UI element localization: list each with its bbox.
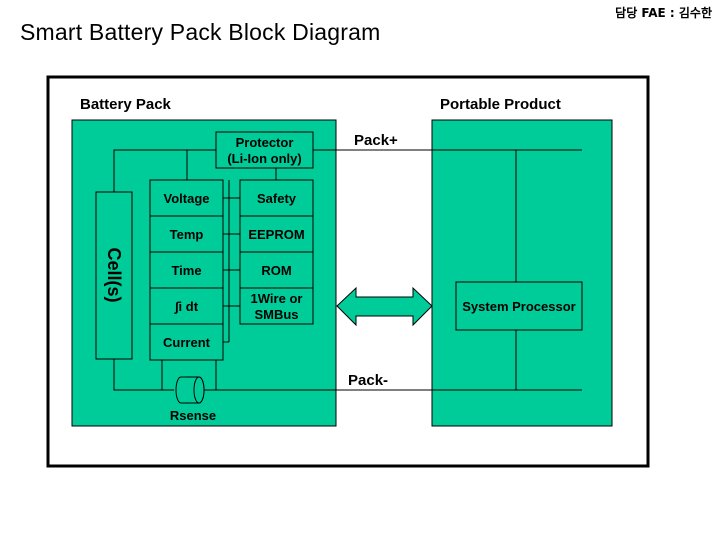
system-processor-block <box>455 281 583 331</box>
rom-label: ROM <box>261 263 291 278</box>
sense-resistor-icon <box>175 376 205 404</box>
battery-pack-label: Battery Pack <box>80 96 172 113</box>
integral-label: ∫i dt <box>174 299 199 314</box>
integral-block <box>149 287 224 325</box>
protector-block <box>215 131 314 169</box>
time-label: Time <box>171 263 201 278</box>
comm-interface-block <box>239 287 314 325</box>
eeprom-block <box>239 215 314 253</box>
rsense-label: Rsense <box>170 408 216 423</box>
page-title: Smart Battery Pack Block Diagram <box>20 19 381 45</box>
rom-block <box>239 251 314 289</box>
portable-product-label: Portable Product <box>440 96 561 113</box>
comm-interface-label-line1: 1Wire or <box>251 291 303 306</box>
cell-label: Cell(s) <box>104 247 124 302</box>
owner-note: 담당 FAE : 김수한 <box>615 6 712 20</box>
protector-label-line2: (Li-Ion only) <box>227 151 301 166</box>
system-processor-label: System Processor <box>462 299 575 314</box>
temp-block <box>149 215 224 253</box>
voltage-block <box>149 179 224 217</box>
left-block-column: Voltage Temp Time ∫i dt Current <box>149 179 224 361</box>
pack-minus-label: Pack- <box>348 372 388 389</box>
protector-label-line1: Protector <box>236 135 294 150</box>
voltage-label: Voltage <box>164 191 210 206</box>
pack-plus-label: Pack+ <box>354 132 398 149</box>
safety-block <box>239 179 314 217</box>
eeprom-label: EEPROM <box>248 227 304 242</box>
current-label: Current <box>163 335 211 350</box>
safety-label: Safety <box>257 191 297 206</box>
current-block <box>149 323 224 361</box>
temp-label: Temp <box>170 227 204 242</box>
cell-block <box>95 191 133 360</box>
right-block-column: Safety EEPROM ROM 1Wire or SMBus <box>239 179 314 325</box>
bidirectional-arrow-icon <box>336 286 433 327</box>
portable-product-block <box>431 119 613 427</box>
time-block <box>149 251 224 289</box>
comm-interface-label-line2: SMBus <box>254 307 298 322</box>
